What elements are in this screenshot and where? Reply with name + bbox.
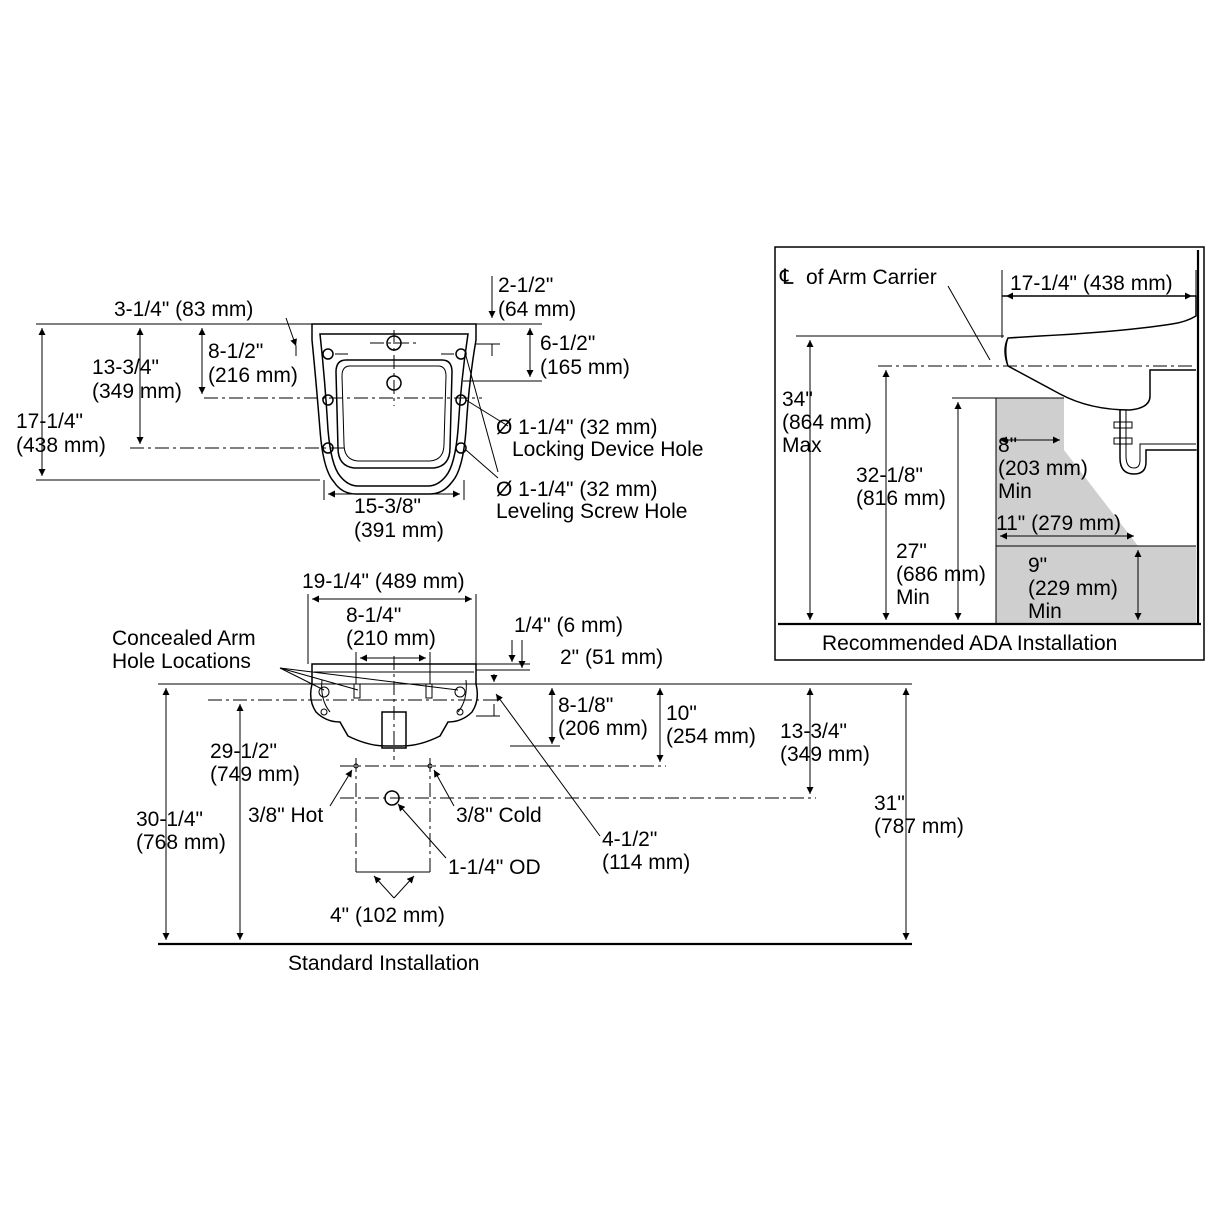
label-13-3-4-mm: (349 mm)	[92, 380, 182, 403]
label-ada-11: 11" (279 mm)	[996, 512, 1121, 535]
label-8-1-8-in: 8-1/8"	[558, 694, 613, 717]
label-ada-9-mm: (229 mm)	[1028, 577, 1118, 600]
label-15-3-8-in: 15-3/8"	[354, 495, 421, 518]
front-sink-body	[309, 663, 479, 747]
label-29-1-2-in: 29-1/2"	[210, 740, 277, 763]
label-31-mm: (787 mm)	[874, 815, 964, 838]
label-2-1-2-mm: (64 mm)	[498, 298, 576, 321]
label-cold: 3/8" Cold	[456, 804, 542, 827]
label-2-1-2-in: 2-1/2"	[498, 274, 553, 297]
label-ada-27-mm: (686 mm)	[896, 563, 986, 586]
label-6-1-2-mm: (165 mm)	[540, 356, 630, 379]
label-3-1-4: 3-1/4" (83 mm)	[114, 298, 253, 321]
label-8-1-8-mm: (206 mm)	[558, 717, 648, 740]
label-ada-32-1-8-mm: (816 mm)	[856, 487, 946, 510]
label-locking-dia: Ø 1-1/4" (32 mm)	[496, 416, 658, 439]
label-leveling-dia: Ø 1-1/4" (32 mm)	[496, 478, 658, 501]
label-17-1-4-in: 17-1/4"	[16, 410, 83, 433]
leveling-hole-low-right	[455, 442, 467, 454]
label-hole-locations: Hole Locations	[112, 650, 251, 673]
label-ada-34-max: Max	[782, 434, 822, 457]
label-8-1-4-in: 8-1/4"	[346, 604, 401, 627]
ada-installation-caption: Recommended ADA Installation	[822, 632, 1117, 655]
ada-view: ℄ of Arm Carrier 17-1/4" (438 mm) 34" (8…	[774, 246, 1205, 661]
label-ada-8-mm: (203 mm)	[998, 457, 1088, 480]
label-13-3-4-in: 13-3/4"	[92, 356, 159, 379]
label-ada-27-in: 27"	[896, 540, 927, 563]
standard-installation-caption: Standard Installation	[288, 952, 479, 975]
label-31-in: 31"	[874, 792, 905, 815]
leveling-hole-leader-1	[465, 355, 499, 473]
leveling-hole-leader-2	[465, 449, 499, 479]
label-2: 2" (51 mm)	[560, 646, 663, 669]
label-4-1-2-in: 4-1/2"	[602, 828, 657, 851]
label-4: 4" (102 mm)	[330, 904, 445, 927]
locking-hole-leader	[465, 399, 509, 427]
leveling-hole-mid-left	[322, 394, 334, 406]
label-od: 1-1/4" OD	[448, 856, 541, 879]
label-ada-8-min: Min	[998, 480, 1032, 503]
label-locking-device: Locking Device Hole	[512, 438, 703, 461]
ada-cl-label: of Arm Carrier	[806, 266, 937, 289]
label-29-1-2-mm: (749 mm)	[210, 763, 300, 786]
label-ada-32-1-8-in: 32-1/8"	[856, 464, 923, 487]
label-concealed-arm: Concealed Arm	[112, 627, 256, 650]
label-8-1-2-mm: (216 mm)	[208, 364, 298, 387]
locking-device-hole-left	[322, 348, 334, 360]
ada-p-trap	[1119, 410, 1196, 475]
locking-device-hole-right	[455, 348, 467, 360]
top-view: 3-1/4" (83 mm) 2-1/2" (64 mm) 6-1/2" (16…	[16, 274, 703, 542]
ada-knee-clearance-zone	[996, 398, 1196, 624]
label-1-4: 1/4" (6 mm)	[514, 614, 623, 637]
label-15-3-8-mm: (391 mm)	[354, 519, 444, 542]
label-30-1-4-in: 30-1/4"	[136, 808, 203, 831]
label-ada-34-mm: (864 mm)	[782, 411, 872, 434]
label-ada-34-in: 34"	[782, 388, 813, 411]
label-30-1-4-mm: (768 mm)	[136, 831, 226, 854]
top-view-basin	[335, 359, 453, 469]
label-ada-8-in: 8"	[998, 434, 1017, 457]
front-waste-outlet	[384, 790, 400, 806]
label-8-1-4-mm: (210 mm)	[346, 627, 436, 650]
label-ada-17-1-4: 17-1/4" (438 mm)	[1010, 272, 1173, 295]
label-10-mm: (254 mm)	[666, 725, 756, 748]
ada-sink-profile	[1002, 295, 1197, 411]
label-13-3-4-front-mm: (349 mm)	[780, 743, 870, 766]
top-view-sink-rim	[319, 333, 469, 487]
label-13-3-4-front-in: 13-3/4"	[780, 720, 847, 743]
label-ada-9-in: 9"	[1028, 554, 1047, 577]
label-10-in: 10"	[666, 702, 697, 725]
label-4-1-2-mm: (114 mm)	[602, 851, 690, 874]
front-view: 19-1/4" (489 mm) 8-1/4" (210 mm) Conceal…	[112, 570, 964, 975]
label-leveling-screw: Leveling Screw Hole	[496, 500, 687, 523]
label-ada-9-min: Min	[1028, 600, 1062, 623]
ada-cl-symbol: ℄	[779, 266, 794, 289]
label-8-1-2-in: 8-1/2"	[208, 340, 263, 363]
top-view-basin-inner	[341, 365, 447, 462]
label-17-1-4-mm: (438 mm)	[16, 434, 106, 457]
ada-view-frame	[774, 246, 1205, 661]
label-hot: 3/8" Hot	[248, 804, 323, 827]
label-6-1-2-in: 6-1/2"	[540, 332, 595, 355]
label-ada-27-min: Min	[896, 586, 930, 609]
label-19-1-4: 19-1/4" (489 mm)	[302, 570, 465, 593]
